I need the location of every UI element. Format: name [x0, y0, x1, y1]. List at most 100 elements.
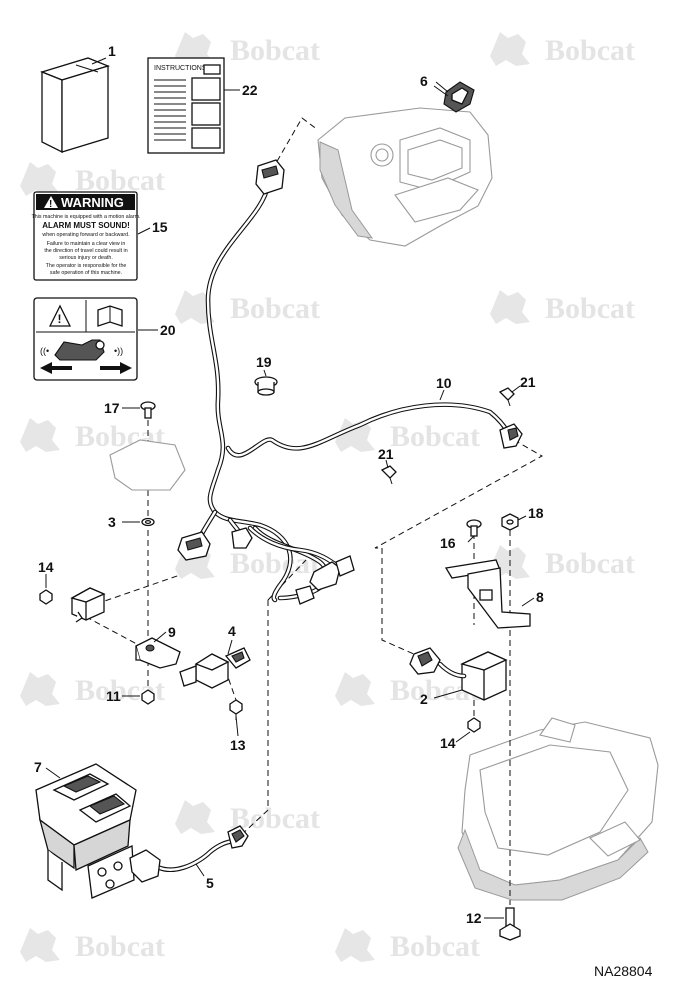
callout-3: 3 — [108, 514, 116, 530]
part-17-bolt — [140, 401, 156, 419]
warning-line: the direction of travel could result in — [44, 248, 127, 254]
warning-line: The operator is responsible for the — [46, 263, 127, 269]
part-22-instructions-manual: INSTRUCTIONS — [147, 57, 225, 154]
warning-line: This machine is equipped with a motion a… — [32, 214, 141, 220]
part-16-bolt — [466, 519, 482, 537]
part-12-bolt — [499, 907, 521, 941]
watermark-text: Bobcat — [230, 292, 320, 325]
part-20-pictogram-decal: ! ((• •)) — [33, 297, 138, 381]
watermark: Bobcat — [490, 290, 635, 325]
callout-1: 1 — [108, 43, 116, 59]
callout-5: 5 — [206, 875, 214, 891]
part-9-bracket — [135, 637, 181, 669]
bobcat-logo-icon — [20, 418, 60, 452]
bobcat-logo-icon — [20, 162, 60, 196]
part-3-washer — [141, 517, 155, 527]
watermark: Bobcat — [20, 672, 165, 707]
callout-10: 10 — [436, 375, 452, 391]
bobcat-logo-icon — [20, 928, 60, 962]
callout-16: 16 — [440, 535, 456, 551]
part-14-nut — [467, 717, 481, 733]
sound-icon: •)) — [114, 346, 123, 356]
part-6-switch — [435, 81, 475, 113]
bobcat-logo-icon — [490, 32, 530, 66]
part-21-screw — [380, 465, 397, 485]
part-18-nut — [501, 513, 519, 531]
reference-code: NA28804 — [594, 963, 653, 979]
callout-22: 22 — [242, 82, 258, 98]
svg-text:!: ! — [58, 312, 62, 326]
watermark: Bobcat — [175, 290, 320, 325]
watermark-text: Bobcat — [230, 802, 320, 835]
callout-17: 17 — [104, 400, 120, 416]
callout-4: 4 — [228, 623, 236, 639]
leader-lines — [45, 57, 535, 919]
callout-11: 11 — [106, 688, 121, 704]
bobcat-logo-icon — [335, 418, 375, 452]
bobcat-logo-icon — [20, 672, 60, 706]
warning-heading: WARNING — [61, 195, 124, 210]
callout-7: 7 — [34, 759, 42, 775]
warning-line: safe operation of this machine. — [50, 270, 122, 276]
watermark: Bobcat — [335, 418, 480, 453]
part-21-screw — [498, 387, 515, 407]
part-1-box — [40, 57, 110, 154]
callouts: 1 22 6 15 20 19 10 21 17 21 3 14 9 4 11 … — [34, 43, 544, 926]
part-10-wire-harness — [177, 159, 523, 605]
warning-line: ALARM MUST SOUND! — [42, 221, 130, 230]
warning-line: serious injury or death. — [59, 255, 113, 261]
callout-12: 12 — [466, 910, 482, 926]
callout-20: 20 — [160, 322, 176, 338]
part-14-nut — [39, 589, 53, 605]
callout-13: 13 — [230, 737, 246, 753]
part-2-alarm — [409, 647, 508, 701]
part-4-relay — [179, 647, 251, 689]
part-15-warning-decal: ! WARNING This machine is equipped with … — [32, 191, 141, 281]
instructions-title: INSTRUCTIONS — [154, 65, 207, 72]
warning-line: Failure to maintain a clear view in — [47, 241, 126, 247]
callout-19: 19 — [256, 354, 272, 370]
bobcat-logo-icon — [335, 672, 375, 706]
bobcat-logo-icon — [175, 290, 215, 324]
callout-6: 6 — [420, 73, 428, 89]
callout-21: 21 — [378, 446, 394, 462]
arrow-left-icon — [40, 362, 72, 374]
part-7-joystick-control — [35, 763, 137, 899]
watermark: Bobcat — [490, 545, 635, 580]
part-5-wire-harness — [129, 825, 249, 883]
callout-15: 15 — [152, 219, 168, 235]
watermark-text: Bobcat — [390, 930, 480, 963]
callout-21: 21 — [520, 374, 536, 390]
svg-text:!: ! — [49, 199, 52, 210]
watermark-text: Bobcat — [545, 547, 635, 580]
warning-triangle-icon — [48, 304, 72, 327]
callout-9: 9 — [168, 624, 176, 640]
part-11-nut — [141, 689, 155, 705]
warning-triangle-icon — [44, 196, 58, 208]
callout-14: 14 — [38, 559, 54, 575]
sound-icon: ((• — [40, 346, 49, 356]
watermark-text: Bobcat — [390, 420, 480, 453]
mounting-plate-outline — [109, 439, 186, 491]
machine-console-outline — [317, 107, 493, 247]
callout-2: 2 — [420, 691, 428, 707]
part-19-clip — [254, 376, 278, 396]
watermark-text: Bobcat — [230, 34, 320, 67]
part-8-bracket — [444, 559, 531, 629]
bobcat-logo-icon — [335, 928, 375, 962]
callout-18: 18 — [528, 505, 544, 521]
bobcat-logo-icon — [175, 800, 215, 834]
watermark: Bobcat — [335, 928, 480, 963]
watermark: Bobcat — [175, 800, 320, 835]
watermark: Bobcat — [20, 928, 165, 963]
machine-frame-outline — [457, 717, 659, 901]
watermark-text: Bobcat — [75, 930, 165, 963]
bobcat-logo-icon — [490, 290, 530, 324]
warning-line: when operating forward or backward. — [42, 232, 129, 238]
relay — [70, 587, 106, 623]
callout-14: 14 — [440, 735, 456, 751]
watermark-text: Bobcat — [545, 34, 635, 67]
watermark-text: Bobcat — [545, 292, 635, 325]
